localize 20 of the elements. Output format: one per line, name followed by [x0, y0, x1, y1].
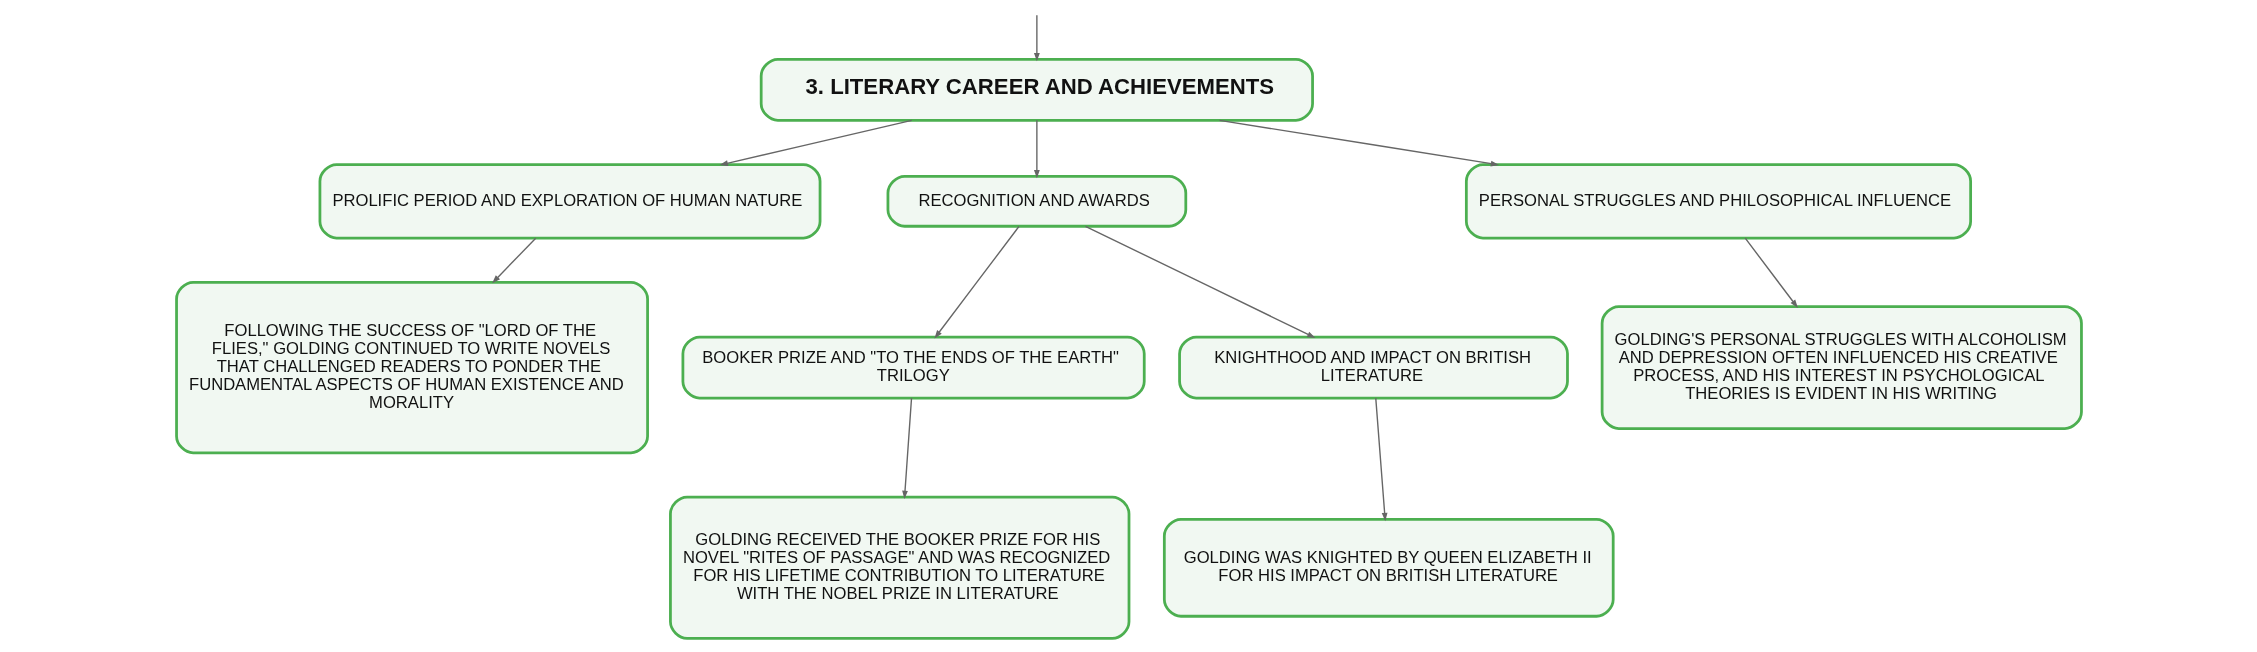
- node-box: PERSONAL STRUGGLES AND PHILOSOPHICAL INFLUENCE: [1464, 163, 1972, 240]
- arrow: [901, 397, 912, 500]
- arrow: [1033, 119, 1040, 179]
- node-box: GOLDING'S PERSONAL STRUGGLES WITH ALCOHOLISM AND DEPRESSION OFTEN INFLUENCED HIS CREATIVE PROCESS, AND HIS INTEREST IN PSYCHOLOGICAL THEORIES IS EVIDENT IN HIS WRITING: [1600, 305, 2083, 430]
- node-box: BOOKER PRIZE AND "TO THE ENDS OF THE EARTH" TRILOGY: [681, 335, 1146, 400]
- node-box: GOLDING WAS KNIGHTED BY QUEEN ELIZABETH II FOR HIS IMPACT ON BRITISH LITERATURE: [1162, 517, 1615, 618]
- arrow: [491, 237, 536, 284]
- arrow: [1374, 397, 1388, 522]
- arrow: [719, 119, 912, 167]
- arrow: [1218, 119, 1499, 167]
- node-box: RECOGNITION AND AWARDS: [886, 175, 1187, 228]
- node-box: PROLIFIC PERIOD AND EXPLORATION OF HUMAN NATURE: [318, 163, 821, 240]
- node-box: GOLDING RECEIVED THE BOOKER PRIZE FOR HIS NOVEL "RITES OF PASSAGE" AND WAS RECOGNIZED FOR HIS LIFETIME CONTRIBUTION TO LITERATURE WITH THE NOBEL PRIZE IN LITERATURE: [668, 495, 1130, 640]
- node-box: KNIGHTHOOD AND IMPACT ON BRITISH LITERATURE: [1177, 335, 1569, 400]
- node-box: FOLLOWING THE SUCCESS OF "LORD OF THE FLIES," GOLDING CONTINUED TO WRITE NOVELS THAT CHALLENGED READERS TO PONDER THE FUNDAMENTAL ASPECTS OF HUMAN EXISTENCE AND MORALITY: [174, 280, 649, 455]
- arrow: [1744, 237, 1798, 308]
- arrow: [933, 225, 1020, 339]
- arrow: [1084, 225, 1315, 338]
- node-box: 3. LITERARY CAREER AND ACHIEVEMENTS: [759, 57, 1314, 122]
- arrow: [1033, 14, 1040, 62]
